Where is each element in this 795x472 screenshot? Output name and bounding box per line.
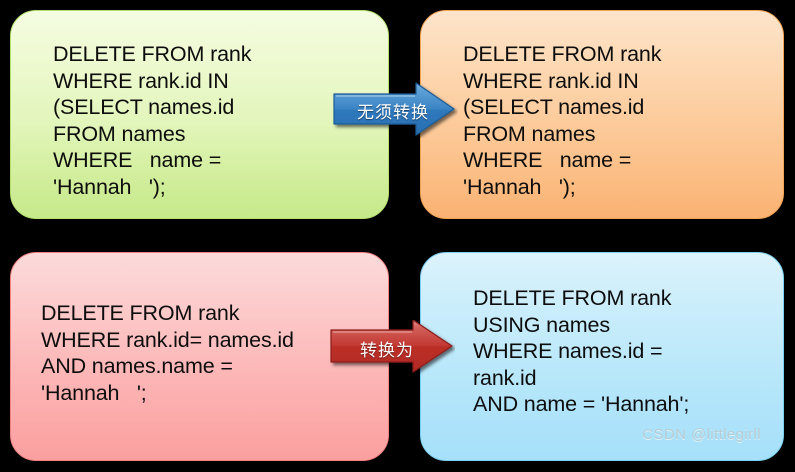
blue-right-arrow-icon [333, 82, 455, 136]
sql-text-orange: DELETE FROM rank WHERE rank.id IN (SELEC… [463, 42, 662, 199]
sql-box-pink: DELETE FROM rank WHERE rank.id= names.id… [10, 252, 389, 461]
watermark-text: CSDN @littlegirll [642, 426, 761, 443]
sql-box-green: DELETE FROM rank WHERE rank.id IN (SELEC… [10, 10, 389, 219]
sql-text-pink: DELETE FROM rank WHERE rank.id= names.id… [41, 301, 294, 405]
sql-text-blue: DELETE FROM rank USING names WHERE names… [473, 286, 690, 416]
sql-text-green: DELETE FROM rank WHERE rank.id IN (SELEC… [53, 42, 252, 199]
blue-right-arrow: 无须转换 [332, 82, 458, 138]
sql-box-orange: DELETE FROM rank WHERE rank.id IN (SELEC… [420, 10, 784, 219]
sql-box-blue: DELETE FROM rank USING names WHERE names… [420, 252, 784, 461]
red-right-arrow: 转换为 [329, 320, 455, 376]
red-right-arrow-icon [330, 320, 453, 373]
